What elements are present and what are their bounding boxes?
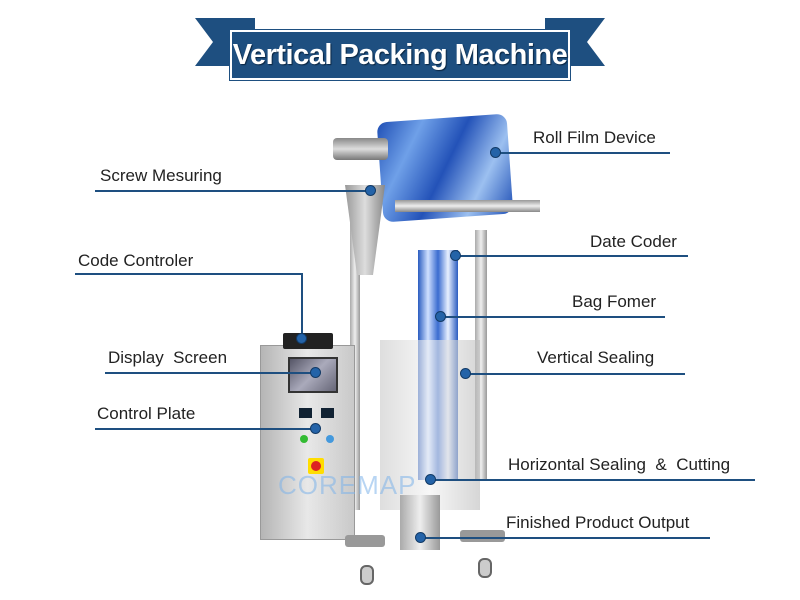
start-button-icon: [300, 435, 308, 443]
screw-motor: [333, 138, 388, 160]
top-bar: [395, 200, 540, 212]
leader-line: [301, 273, 303, 335]
watermark: COREMAP: [278, 470, 417, 500]
leader-line: [440, 316, 665, 318]
leader-line: [105, 372, 315, 374]
leader-line: [95, 190, 370, 192]
page-title: Vertical Packing Machine: [229, 29, 571, 81]
label-date-coder: Date Coder: [590, 232, 677, 251]
label-screw-measuring: Screw Mesuring: [100, 166, 222, 185]
leader-line: [75, 273, 302, 275]
label-finished-product-output: Finished Product Output: [506, 513, 690, 532]
marker-dot-icon: [425, 474, 436, 485]
label-display-screen: Display Screen: [108, 348, 228, 367]
label-horizontal-sealing-cutting: Horizontal Sealing & Cutting: [508, 455, 731, 474]
label-vertical-sealing: Vertical Sealing: [537, 348, 655, 367]
marker-dot-icon: [435, 311, 446, 322]
temp-display-1: [299, 408, 312, 418]
marker-dot-icon: [296, 333, 307, 344]
leader-line: [455, 255, 688, 257]
wheel-icon: [478, 558, 492, 578]
emergency-stop-icon: [308, 458, 324, 474]
marker-dot-icon: [450, 250, 461, 261]
display-screen: [288, 357, 338, 393]
stop-button-icon: [326, 435, 334, 443]
wheel-icon: [360, 565, 374, 585]
label-bag-former: Bag Fomer: [572, 292, 657, 311]
leader-line: [95, 428, 315, 430]
marker-dot-icon: [310, 367, 321, 378]
marker-dot-icon: [310, 423, 321, 434]
leader-line: [495, 152, 670, 154]
temp-display-2: [321, 408, 334, 418]
label-roll-film-device: Roll Film Device: [533, 128, 656, 147]
label-control-plate: Control Plate: [97, 404, 196, 423]
leader-line: [420, 537, 710, 539]
label-code-controller: Code Controler: [78, 251, 194, 270]
leader-line: [465, 373, 685, 375]
base-leg-right: [460, 530, 505, 542]
frame-left-post: [350, 190, 360, 510]
marker-dot-icon: [460, 368, 471, 379]
base-leg-left: [345, 535, 385, 547]
marker-dot-icon: [365, 185, 376, 196]
marker-dot-icon: [490, 147, 501, 158]
code-controller-box: [283, 333, 333, 349]
leader-line: [430, 479, 755, 481]
marker-dot-icon: [415, 532, 426, 543]
